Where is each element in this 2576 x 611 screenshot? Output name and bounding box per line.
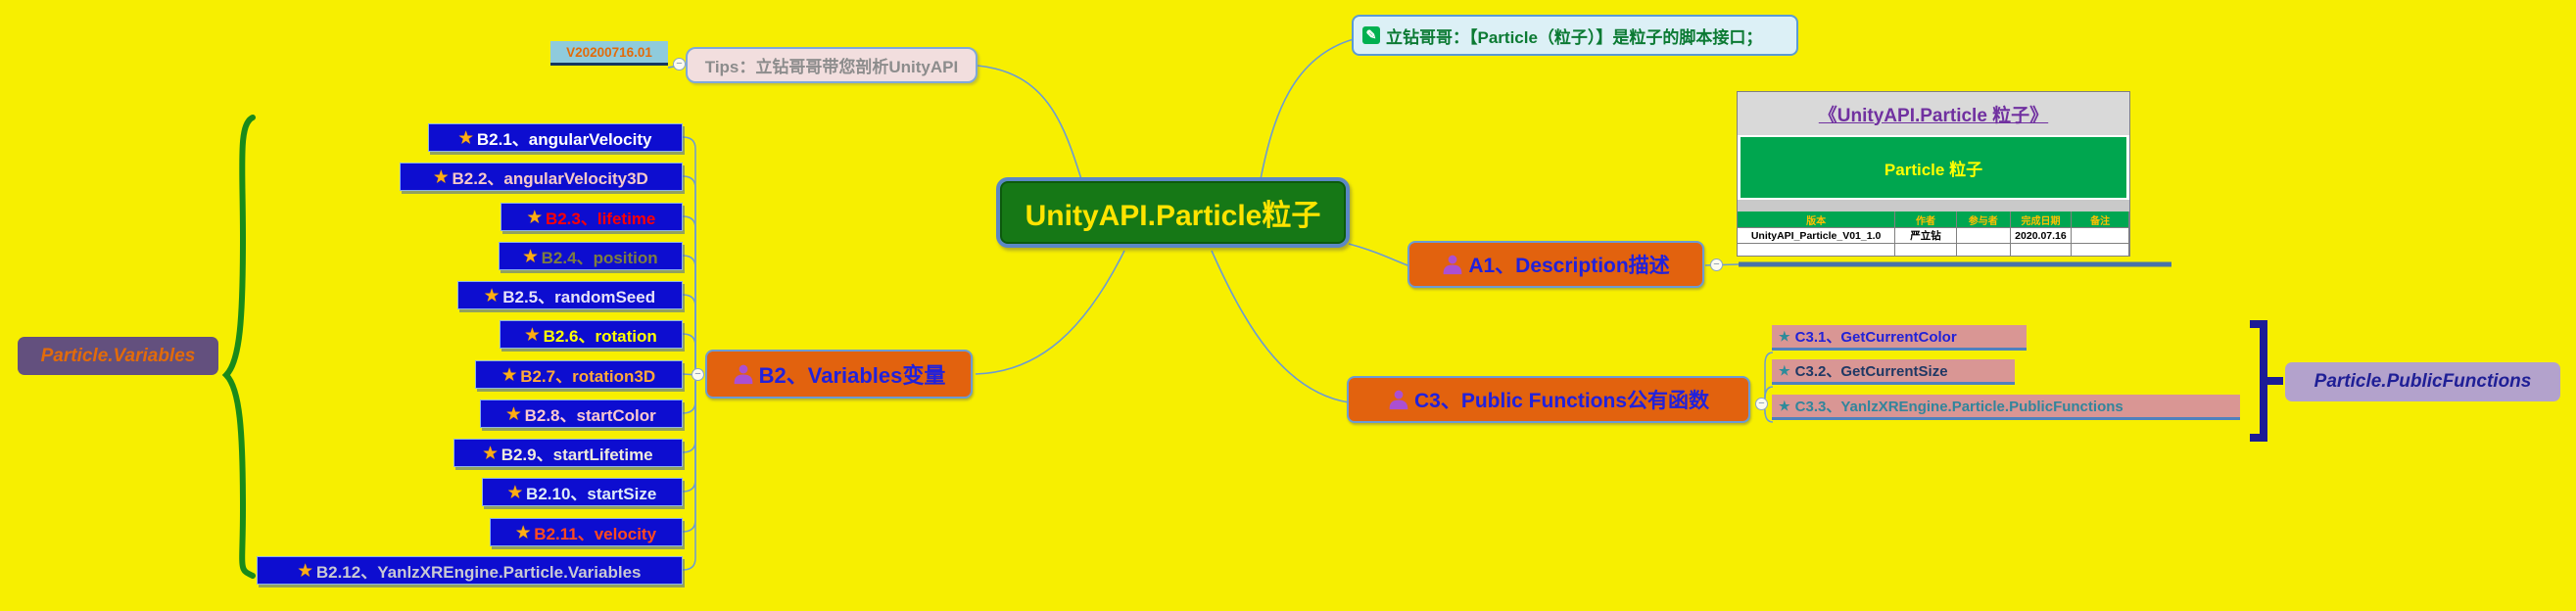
topic-b2-label: B2、Variables变量	[758, 363, 946, 388]
topic-a1-description[interactable]: A1、Description描述	[1407, 241, 1704, 288]
table-cell	[1956, 227, 2011, 243]
star-icon: ★	[1779, 398, 1790, 413]
variable-item[interactable]: ★B2.4、position	[499, 242, 683, 270]
star-icon: ★	[515, 524, 531, 541]
public-function-item-label: C3.1、GetCurrentColor	[1794, 329, 1957, 346]
public-function-item-label: C3.2、GetCurrentSize	[1794, 363, 1948, 380]
table-banner: Particle 粒子	[1741, 137, 2126, 198]
table-cell: 完成日期	[2010, 212, 2073, 227]
public-function-item-label: C3.3、YanlzXREngine.Particle.PublicFuncti…	[1794, 399, 2123, 415]
version-badge[interactable]: V20200716.01	[550, 41, 668, 66]
table-cell	[2072, 243, 2129, 256]
table-cell	[2010, 243, 2073, 256]
person-icon	[1443, 255, 1462, 275]
table-cell	[2072, 227, 2129, 243]
table-cell	[1956, 243, 2011, 256]
collapse-toggle[interactable]: −	[673, 58, 686, 70]
star-icon: ★	[458, 129, 473, 147]
variable-item[interactable]: ★B2.2、angularVelocity3D	[400, 163, 683, 191]
table-title-link[interactable]: 《UnityAPI.Particle 粒子》	[1738, 92, 2129, 135]
detail-table: 《UnityAPI.Particle 粒子》 Particle 粒子 版本作者参…	[1737, 91, 2130, 257]
table-cell: 参与者	[1956, 212, 2011, 227]
star-icon: ★	[298, 562, 312, 580]
star-icon: ★	[523, 248, 538, 265]
star-icon: ★	[525, 326, 540, 344]
variables-summary-label[interactable]: Particle.Variables	[18, 337, 218, 375]
table-row	[1738, 243, 2129, 256]
variable-item-label: B2.9、startLifetime	[501, 446, 653, 464]
table-cell: 2020.07.16	[2010, 227, 2073, 243]
topic-c3-label: C3、Public Functions公有函数	[1413, 390, 1709, 412]
tips-node[interactable]: Tips：立钻哥哥带您剖析UnityAPI	[686, 47, 978, 83]
pencil-icon: ✎	[1362, 26, 1380, 44]
collapse-toggle[interactable]: −	[692, 368, 704, 381]
table-cell	[1738, 243, 1896, 256]
variable-item-label: B2.3、lifetime	[545, 210, 656, 228]
person-icon	[734, 364, 752, 385]
variable-item[interactable]: ★B2.7、rotation3D	[475, 360, 683, 389]
public-function-item[interactable]: ★C3.2、GetCurrentSize	[1772, 359, 2015, 385]
topic-b2-variables[interactable]: B2、Variables变量	[705, 350, 973, 399]
variable-item[interactable]: ★B2.10、startSize	[482, 478, 683, 506]
variable-item[interactable]: ★B2.3、lifetime	[501, 203, 683, 231]
public-functions-summary-label[interactable]: Particle.PublicFunctions	[2285, 362, 2560, 401]
variable-item[interactable]: ★B2.6、rotation	[500, 320, 683, 349]
variable-item-label: B2.8、startColor	[524, 406, 656, 425]
star-icon: ★	[506, 405, 521, 423]
collapse-toggle[interactable]: −	[1710, 258, 1723, 271]
variable-item[interactable]: ★B2.11、velocity	[490, 518, 683, 546]
variable-item-label: B2.12、YanlzXREngine.Particle.Variables	[315, 563, 642, 582]
topic-c3-public-functions[interactable]: C3、Public Functions公有函数	[1347, 376, 1750, 423]
variable-item[interactable]: ★B2.1、angularVelocity	[428, 123, 683, 152]
topic-a1-label: A1、Description描述	[1468, 255, 1670, 277]
variable-item-label: B2.4、position	[541, 249, 658, 267]
star-icon: ★	[1779, 362, 1790, 378]
star-icon: ★	[1779, 328, 1790, 344]
public-function-item[interactable]: ★ C3.3、YanlzXREngine.Particle.PublicFunct…	[1772, 395, 2240, 420]
table-cell: 备注	[2072, 212, 2129, 227]
variable-item[interactable]: ★B2.9、startLifetime	[453, 439, 683, 467]
star-icon: ★	[484, 287, 500, 305]
variable-item-label: B2.6、rotation	[543, 327, 657, 346]
star-icon: ★	[483, 445, 498, 462]
variable-item-label: B2.7、rotation3D	[520, 367, 656, 386]
public-function-item[interactable]: ★C3.1、GetCurrentColor	[1772, 325, 2027, 351]
collapse-toggle[interactable]: −	[1755, 398, 1768, 410]
curly-brace	[221, 115, 256, 579]
variable-item-label: B2.5、randomSeed	[502, 288, 656, 306]
variable-item-label: B2.10、startSize	[526, 485, 657, 503]
table-divider	[1738, 200, 2129, 212]
table-cell: 作者	[1895, 212, 1957, 227]
note-text: 立钻哥哥：【Particle（粒子）】是粒子的脚本接口；	[1386, 27, 1763, 47]
star-icon: ★	[501, 366, 517, 384]
table-cell: UnityAPI_Particle_V01_1.0	[1738, 227, 1896, 243]
table-cell: 版本	[1738, 212, 1896, 227]
table-cell	[1895, 243, 1957, 256]
central-topic[interactable]: UnityAPI.Particle粒子	[996, 177, 1350, 248]
person-icon	[1389, 390, 1408, 410]
star-icon: ★	[527, 209, 542, 226]
note-callout[interactable]: ✎ 立钻哥哥：【Particle（粒子）】是粒子的脚本接口；	[1352, 15, 1798, 56]
variable-item[interactable]: ★B2.5、randomSeed	[457, 281, 683, 309]
table-cell: 严立钻	[1895, 227, 1957, 243]
table-header-row: 版本作者参与者完成日期备注	[1738, 212, 2129, 227]
square-bracket	[2250, 320, 2267, 442]
star-icon: ★	[507, 484, 523, 501]
variable-item[interactable]: ★B2.8、startColor	[480, 400, 683, 428]
star-icon: ★	[434, 168, 449, 186]
variable-item-label: B2.1、angularVelocity	[476, 130, 652, 149]
variable-item-label: B2.11、velocity	[534, 525, 657, 543]
variable-item-label: B2.2、angularVelocity3D	[452, 169, 648, 188]
variable-item[interactable]: ★B2.12、YanlzXREngine.Particle.Variables	[257, 556, 683, 585]
